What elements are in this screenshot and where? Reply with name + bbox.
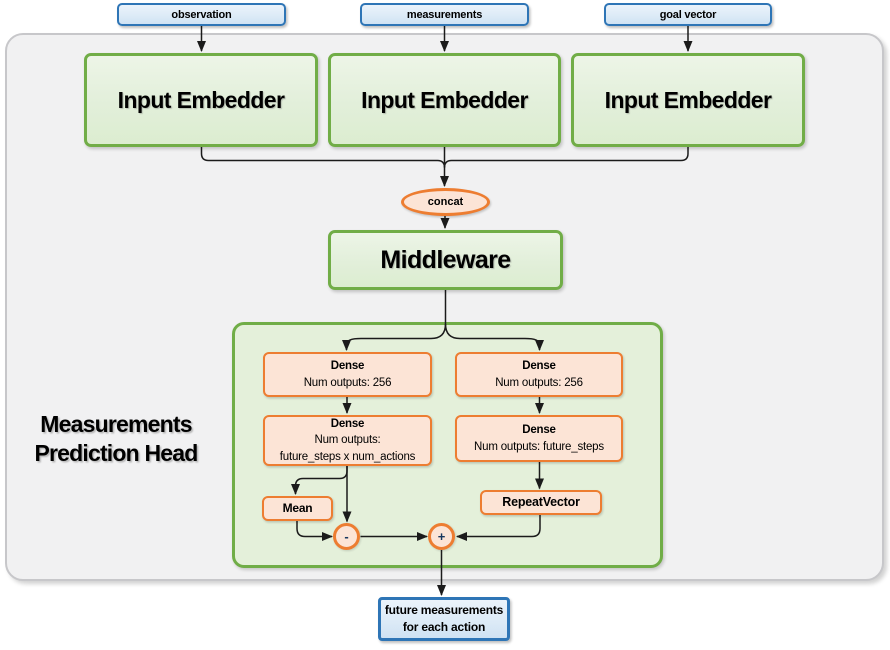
- prediction-head-label: Measurements Prediction Head: [18, 410, 214, 468]
- middleware-box: Middleware: [328, 230, 563, 290]
- input-embedder-3-label: Input Embedder: [604, 86, 772, 113]
- minus-operator-label: -: [344, 529, 349, 544]
- output-label-line1: future measurements: [384, 602, 504, 617]
- input-box-goal-vector: goal vector: [604, 3, 772, 26]
- input-box-observation: observation: [117, 3, 286, 26]
- input-box-measurements: measurements: [360, 3, 529, 26]
- dense-right-1: Dense Num outputs: 256: [455, 352, 623, 397]
- middleware-label: Middleware: [380, 245, 511, 274]
- input-embedder-3: Input Embedder: [571, 53, 805, 147]
- dense-right-2-line1: Num outputs: future_steps: [474, 440, 604, 453]
- input-label-measurements: measurements: [406, 8, 483, 21]
- dense-right-2-title: Dense: [522, 423, 556, 436]
- repeat-vector-label: RepeatVector: [502, 495, 580, 510]
- input-embedder-2: Input Embedder: [328, 53, 561, 147]
- mean-label: Mean: [282, 500, 313, 515]
- dense-left-1: Dense Num outputs: 256: [263, 352, 432, 397]
- input-label-goal-vector: goal vector: [659, 8, 717, 21]
- plus-operator: +: [428, 523, 455, 550]
- input-embedder-2-label: Input Embedder: [361, 86, 528, 113]
- dense-right-1-line1: Num outputs: 256: [495, 376, 583, 389]
- dense-right-2: Dense Num outputs: future_steps: [455, 415, 623, 462]
- dense-right-1-title: Dense: [522, 359, 556, 372]
- dense-left-2-title: Dense: [330, 417, 365, 430]
- output-box: future measurements for each action: [378, 597, 510, 641]
- input-embedder-1-label: Input Embedder: [117, 86, 285, 113]
- input-label-observation: observation: [171, 8, 232, 21]
- repeat-vector-box: RepeatVector: [480, 490, 602, 515]
- mean-box: Mean: [262, 496, 333, 521]
- minus-operator: -: [333, 523, 360, 550]
- concat-label: concat: [427, 196, 464, 208]
- prediction-head-label-line2: Prediction Head: [34, 439, 198, 466]
- plus-operator-label: +: [437, 529, 446, 544]
- dense-left-2-line2: future_steps x num_actions: [279, 450, 416, 463]
- dense-left-2-line1: Num outputs:: [314, 434, 381, 447]
- dense-left-1-title: Dense: [330, 359, 365, 372]
- dense-left-2: Dense Num outputs: future_steps x num_ac…: [263, 415, 432, 466]
- concat-ellipse: concat: [401, 188, 490, 216]
- input-embedder-1: Input Embedder: [84, 53, 318, 147]
- prediction-head-label-line1: Measurements: [40, 411, 192, 437]
- output-label-line2: for each action: [402, 620, 486, 634]
- dense-left-1-line1: Num outputs: 256: [303, 376, 392, 389]
